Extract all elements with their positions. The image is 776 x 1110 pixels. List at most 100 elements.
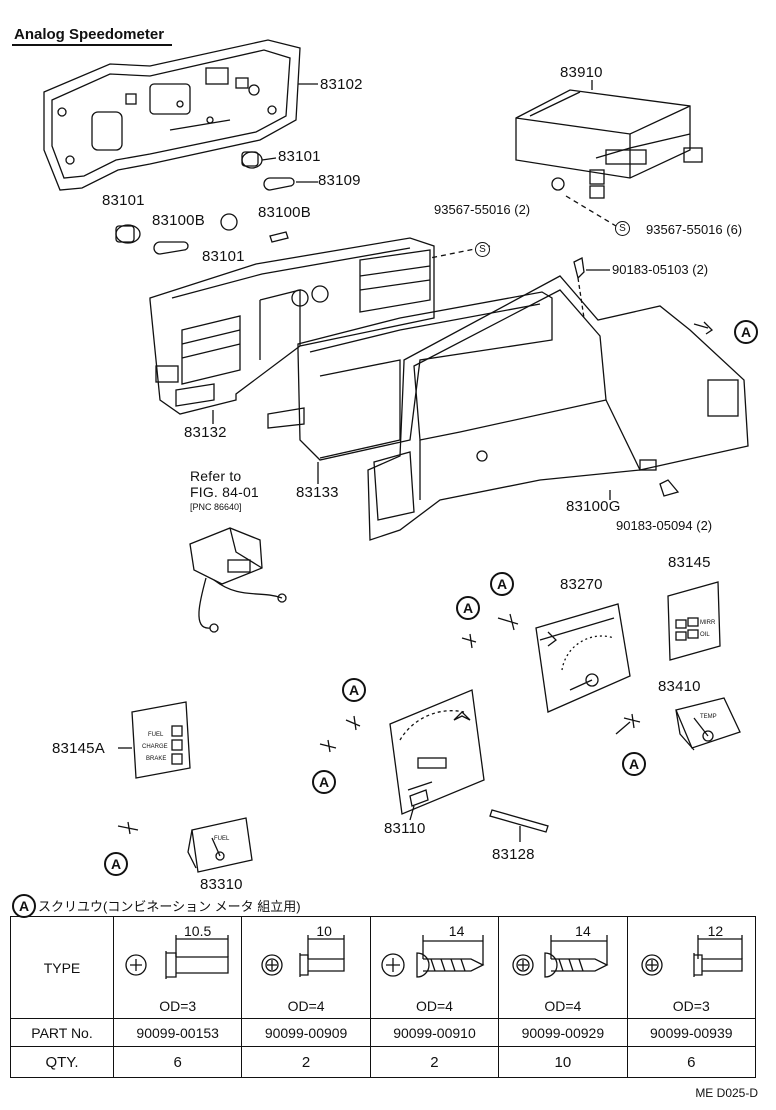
- refer-line-3: [PNC 86640]: [190, 502, 242, 512]
- qty-header: QTY.: [10, 1046, 114, 1078]
- s-marker-1: S: [475, 242, 490, 257]
- screw-panel: [693, 321, 714, 335]
- label-93567-6: 93567-55016 (6): [646, 222, 743, 237]
- a-marker-6: A: [622, 752, 646, 776]
- screw-3-icon: [381, 935, 485, 978]
- qty-2: 2: [241, 1046, 371, 1078]
- label-83910: 83910: [560, 64, 603, 81]
- warning-panel-83145: [667, 581, 721, 661]
- face-mirr: MIRR: [700, 620, 716, 626]
- label-83310: 83310: [200, 876, 243, 893]
- part-4: 90099-00929: [498, 1018, 628, 1047]
- legend-text: スクリユウ(コンビネーション メータ 組立用): [38, 899, 301, 914]
- type-cell-4: 14 OD=4: [498, 916, 628, 1019]
- label-83102: 83102: [320, 76, 363, 93]
- refer-line-1: Refer to: [190, 468, 242, 484]
- diagram-title: Analog Speedometer: [14, 26, 165, 43]
- module-83910: [515, 89, 703, 199]
- label-83101-c: 83101: [202, 248, 245, 265]
- type-cell-1: 10.5 OD=3: [112, 916, 243, 1019]
- dim-4: 14: [575, 923, 591, 939]
- dim-1: 10.5: [184, 923, 212, 939]
- refer-line-2: FIG. 84-01: [190, 484, 259, 500]
- qty-1: 6: [112, 1046, 243, 1078]
- label-83100b-b: 83100B: [258, 204, 311, 221]
- case-83132: [149, 237, 435, 415]
- a-marker-1: A: [734, 320, 758, 344]
- type-cell-5: 12 OD=3: [626, 916, 757, 1019]
- dim-2: 10: [316, 923, 332, 939]
- qty-4: 10: [498, 1046, 628, 1078]
- gauge-83310: [187, 817, 253, 873]
- screw-1-icon: [125, 935, 229, 979]
- a-marker-5: A: [312, 770, 336, 794]
- label-83100g: 83100G: [566, 498, 621, 515]
- label-83410: 83410: [658, 678, 701, 695]
- label-83109: 83109: [318, 172, 361, 189]
- label-83145: 83145: [668, 554, 711, 571]
- face-oil: OIL: [700, 632, 710, 638]
- od-4: OD=4: [544, 998, 582, 1014]
- label-83132: 83132: [184, 424, 227, 441]
- qty-5: 6: [626, 1046, 757, 1078]
- part-2: 90099-00909: [241, 1018, 371, 1047]
- title-underline: [12, 44, 172, 46]
- label-83101-a: 83101: [278, 148, 321, 165]
- a-marker-3: A: [456, 596, 480, 620]
- face-fuel: FUEL: [148, 732, 164, 738]
- drawing-code: ME D025-D: [695, 1086, 758, 1100]
- type-cell-2: 10 OD=4: [241, 916, 371, 1019]
- clip-90183-05103: [573, 257, 585, 280]
- label-83110: 83110: [384, 820, 426, 837]
- od-1: OD=3: [159, 998, 197, 1014]
- label-83128: 83128: [492, 846, 535, 863]
- socket-83101: [115, 151, 263, 244]
- part-3: 90099-00910: [369, 1018, 500, 1047]
- screw-5-icon: [640, 935, 743, 977]
- label-90183-05094: 90183-05094 (2): [616, 518, 713, 533]
- part-5: 90099-00939: [626, 1018, 757, 1047]
- a-marker-2: A: [490, 572, 514, 596]
- face-charge: CHARGE: [142, 744, 168, 750]
- face-temp: TEMP: [700, 714, 717, 720]
- a-marker-7: A: [104, 852, 128, 876]
- speedometer-83110: [389, 689, 485, 815]
- qty-3: 2: [369, 1046, 500, 1078]
- label-83270: 83270: [560, 576, 603, 593]
- type-row: TYPE 10.5 OD=3 10 OD=4: [10, 916, 757, 1019]
- od-2: OD=4: [287, 998, 325, 1014]
- screws-loose: [117, 613, 641, 835]
- label-83133: 83133: [296, 484, 339, 501]
- screw-4-icon: [512, 935, 609, 978]
- circuit-plate-83102: [43, 39, 301, 191]
- harness-connector: [189, 527, 287, 633]
- od-3: OD=4: [415, 998, 453, 1014]
- legend-a-marker: A: [12, 894, 36, 918]
- type-cell-3: 14 OD=4: [369, 916, 500, 1019]
- label-83101-b: 83101: [102, 192, 145, 209]
- qty-row: QTY. 6 2 2 10 6: [10, 1046, 757, 1078]
- face-brake: BRAKE: [146, 756, 167, 762]
- frame-83133: [267, 291, 553, 461]
- clip-90183-05094: [659, 479, 680, 497]
- screw-table: TYPE 10.5 OD=3 10 OD=4: [10, 916, 757, 1078]
- bulb-83109: [153, 177, 295, 255]
- a-marker-4: A: [342, 678, 366, 702]
- gauge-83410: [675, 697, 741, 751]
- warning-panel-83145a: [131, 701, 191, 779]
- part-row: PART No. 90099-00153 90099-00909 90099-0…: [10, 1018, 757, 1047]
- dim-5: 12: [707, 923, 724, 939]
- dim-3: 14: [448, 923, 465, 939]
- rod-83128: [489, 809, 549, 833]
- cluster-panel-83100g: [367, 275, 749, 541]
- part-header: PART No.: [10, 1018, 114, 1047]
- part-1: 90099-00153: [112, 1018, 243, 1047]
- label-93567-2: 93567-55016 (2): [434, 202, 531, 217]
- screw-2-icon: [261, 935, 346, 977]
- label-90183-05103: 90183-05103 (2): [612, 262, 709, 277]
- face-fuel-83310: FUEL: [214, 836, 230, 842]
- s-marker-2: S: [615, 221, 630, 236]
- label-83100b-a: 83100B: [152, 212, 205, 229]
- gauge-83270: [535, 603, 631, 713]
